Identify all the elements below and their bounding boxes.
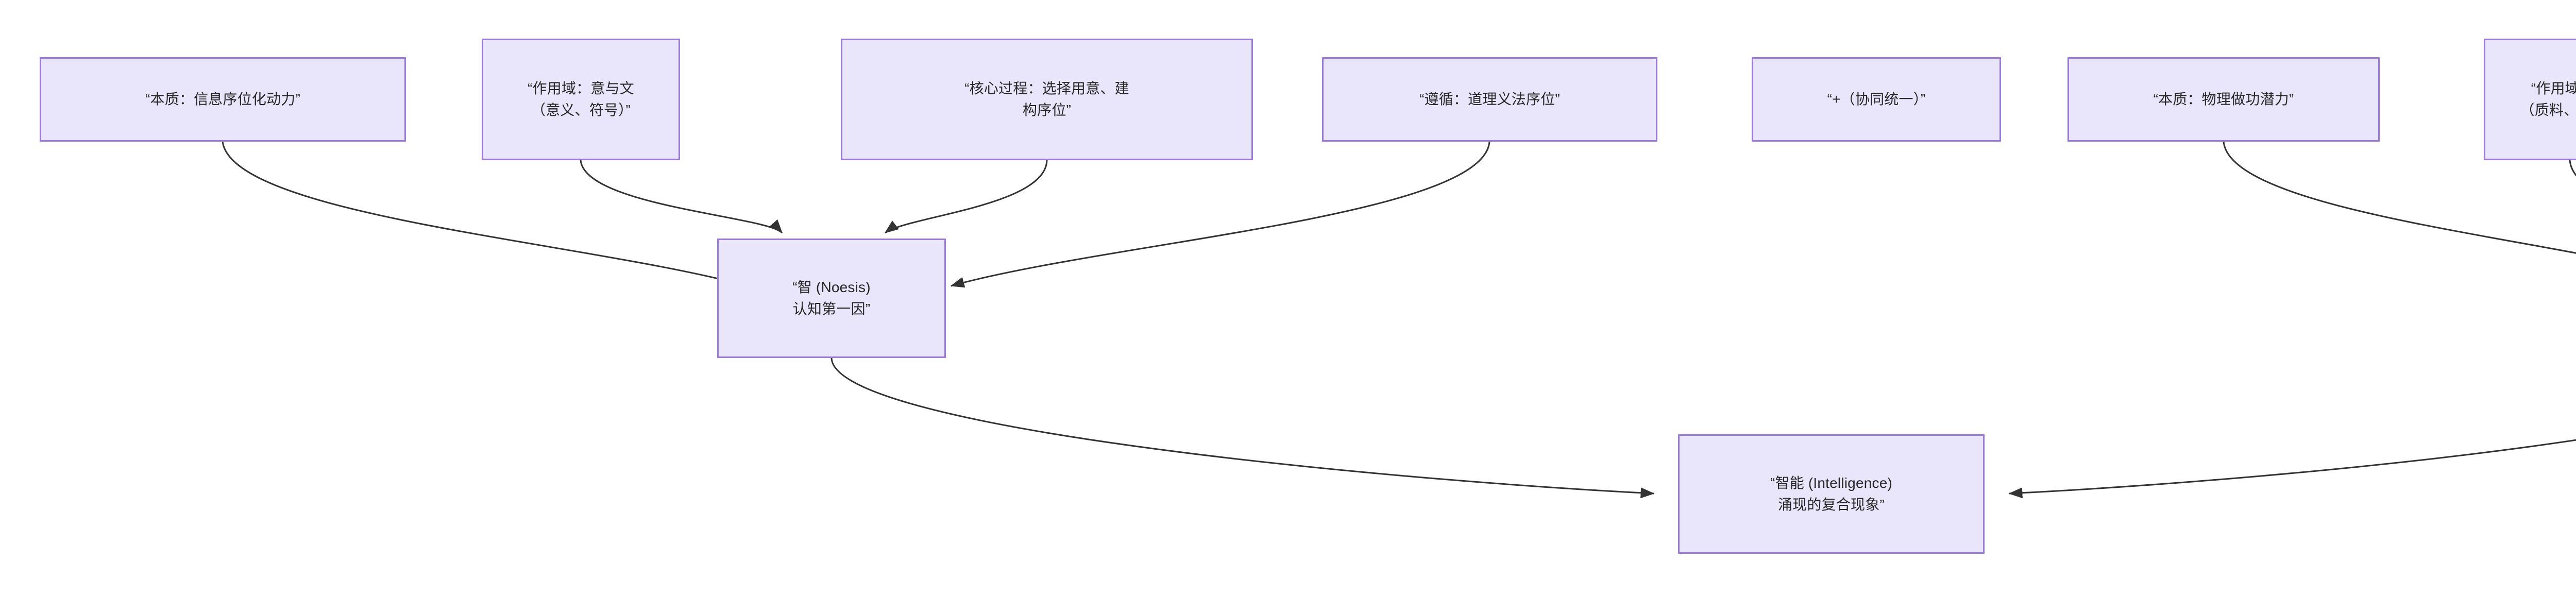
node-label: “作用域：意与文 （意义、符号）” — [528, 80, 634, 118]
edge-nNeng-to-nIntel — [2008, 439, 2576, 499]
node-label: “智能 (Intelligence) 涌现的复合现象” — [1770, 475, 1892, 513]
node-n5[interactable]: “+（协同统一）” — [1752, 57, 2001, 142]
edge-n7-to-nNeng — [2569, 160, 2576, 177]
node-label: “智 (Noesis) 认知第一因” — [792, 279, 871, 317]
node-n4[interactable]: “遵循：道理义法序位” — [1322, 57, 1657, 142]
node-label: “本质：物理做功潜力” — [2153, 91, 2294, 107]
edge-nZhi-to-nIntel — [831, 358, 1655, 499]
node-label: “+（协同统一）” — [1827, 91, 1926, 107]
node-nIntel[interactable]: “智能 (Intelligence) 涌现的复合现象” — [1678, 434, 1985, 554]
node-n6[interactable]: “本质：物理做功潜力” — [2067, 57, 2380, 142]
edges-group — [222, 141, 2576, 499]
edge-n6-to-nNeng — [2223, 141, 2576, 254]
edge-n4-to-nZhi — [950, 141, 1490, 288]
node-n1[interactable]: “本质：信息序位化动力” — [40, 57, 406, 142]
node-label: “核心过程：选择用意、建 构序位” — [964, 80, 1129, 118]
edge-n3-to-nZhi — [884, 160, 1048, 234]
edge-n2-to-nZhi — [580, 160, 783, 234]
edge-n1-to-nZhi — [222, 141, 748, 288]
node-label: “作用域：物 （质料、载体）” — [2520, 80, 2576, 118]
node-label: “本质：信息序位化动力” — [145, 91, 301, 107]
node-nZhi[interactable]: “智 (Noesis) 认知第一因” — [717, 239, 946, 358]
node-n7[interactable]: “作用域：物 （质料、载体）” — [2484, 39, 2576, 160]
node-label: “遵循：道理义法序位” — [1419, 91, 1560, 107]
node-n2[interactable]: “作用域：意与文 （意义、符号）” — [482, 39, 680, 160]
node-n3[interactable]: “核心过程：选择用意、建 构序位” — [841, 39, 1253, 160]
